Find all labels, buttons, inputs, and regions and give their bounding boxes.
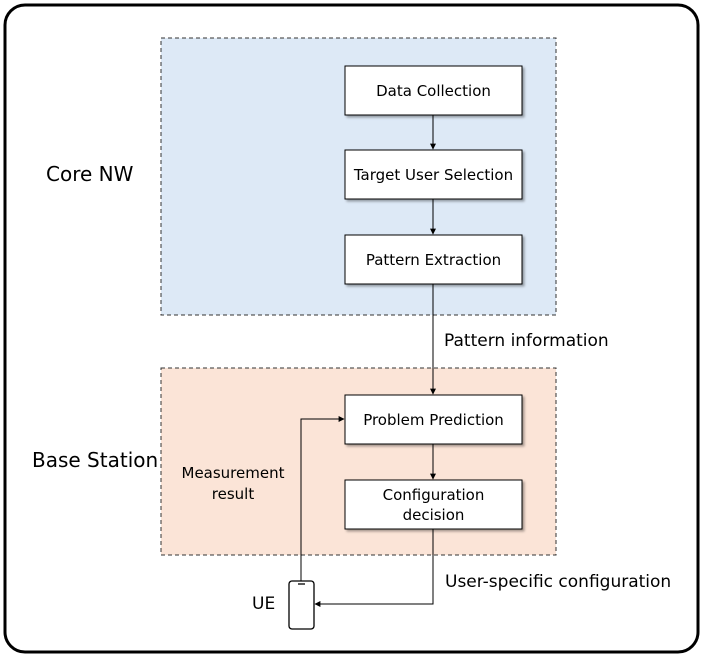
measurement-result-label: Measurement result [181,464,285,503]
problem-prediction-box [344,394,523,445]
configuration-decision-label: Configuration decision [382,485,485,524]
pattern-extraction-box [344,234,523,285]
ue-phone-icon [288,580,315,630]
data-collection-box [344,65,523,116]
base-station-label: Base Station [32,448,159,472]
pattern-information-label: Pattern information [444,331,609,351]
data-collection-label: Data Collection [376,81,491,100]
ue-label: UE [252,594,276,614]
core-nw-label: Core NW [46,162,134,186]
user-specific-configuration-label: User-specific configuration [445,572,672,592]
target-user-selection-box [344,149,523,200]
target-user-selection-label: Target User Selection [353,165,514,184]
arrow-measurement-result [300,416,345,581]
pattern-extraction-label: Pattern Extraction [365,250,502,269]
arrow-user-specific-configuration [314,529,434,607]
configuration-decision-box [344,479,523,530]
problem-prediction-label: Problem Prediction [363,410,504,429]
